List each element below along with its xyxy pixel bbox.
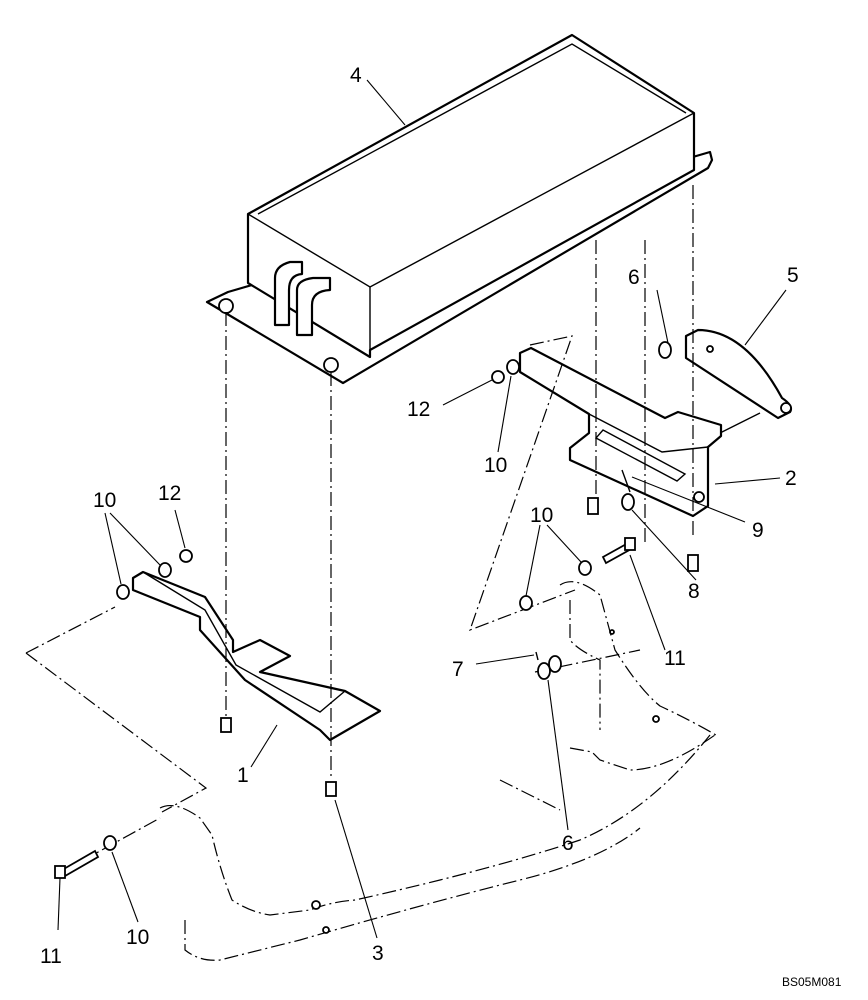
callout-10-bottom: 10 [126, 926, 149, 949]
callout-11-right: 11 [664, 647, 686, 670]
part-2-bracket [518, 346, 723, 518]
callout-10-middle: 10 [530, 504, 553, 527]
callout-7: 7 [452, 658, 464, 681]
part-1-bracket [131, 570, 382, 742]
machine-frame [159, 581, 717, 961]
callout-12-right: 12 [407, 398, 430, 421]
callout-5: 5 [787, 264, 799, 287]
callout-10-upper-right: 10 [484, 454, 507, 477]
callout-6-upper: 6 [628, 266, 640, 289]
callout-2: 2 [785, 467, 797, 490]
callout-3: 3 [372, 942, 384, 965]
callout-11-bottom: 11 [40, 945, 62, 968]
leader-lines [57, 79, 787, 939]
reference-code: BS05M081 [782, 975, 842, 989]
callout-labels: 1 2 3 4 5 6 6 7 8 9 10 10 10 10 11 11 12… [40, 64, 842, 989]
callout-6-lower: 6 [562, 832, 574, 855]
callout-8: 8 [688, 580, 700, 603]
callout-12-left: 12 [158, 482, 181, 505]
callout-9: 9 [752, 519, 764, 542]
callout-4: 4 [350, 64, 362, 87]
part-4-box [205, 33, 714, 385]
hardware [54, 341, 699, 879]
callout-1: 1 [237, 764, 249, 787]
callout-10-left: 10 [93, 489, 116, 512]
